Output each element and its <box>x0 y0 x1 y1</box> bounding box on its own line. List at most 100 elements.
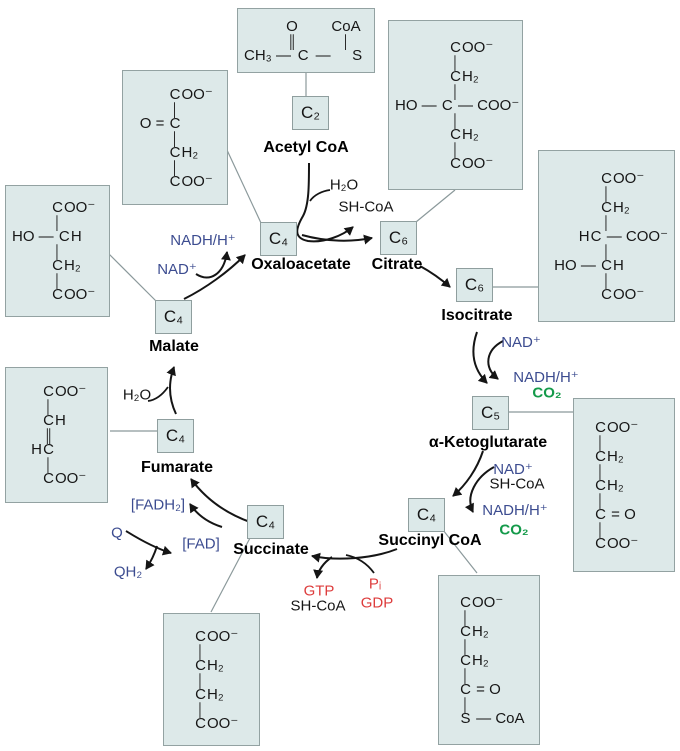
fumarate-carbon-box: C₄ <box>157 419 194 453</box>
succinate-label: Succinate <box>233 541 309 558</box>
citrate-label: Citrate <box>371 256 423 273</box>
gtp-label: GTP <box>303 582 335 600</box>
nadh-ketoglutarate-label: NADH/H⁺ <box>482 502 548 519</box>
formula-row: │ <box>170 672 253 688</box>
formula-cell: C <box>590 227 602 245</box>
arrow-fumarate-to-malate <box>166 366 177 415</box>
malate-carbon-box: C₄ <box>155 300 192 334</box>
formula-cell: C <box>52 199 63 216</box>
formula-cell: │ <box>461 667 470 683</box>
formula-cell: C <box>169 143 181 161</box>
arrow-gdp-in <box>345 554 375 574</box>
formula-cell: C <box>460 680 471 698</box>
arrow-succinate-to-fumarate <box>190 478 251 523</box>
formula-row: │ <box>170 703 253 716</box>
formula-cell: │ <box>170 159 180 175</box>
arrow-malate-to-oxaloacetate <box>183 254 246 300</box>
formula-cell: C <box>43 441 54 458</box>
nad-ketoglutarate-label: NAD⁺ <box>493 461 533 478</box>
formula-cell: OO⁻ <box>607 418 639 436</box>
formula-cell: │ <box>602 185 611 201</box>
formula-row: │ <box>129 159 221 175</box>
formula-cell: OO⁻ <box>207 627 239 645</box>
formula-cell: OO⁻ <box>462 154 494 172</box>
formula-cell: C <box>601 169 612 187</box>
arrow-gtp-out <box>313 556 333 579</box>
h2o-fumarate-label: H₂O <box>122 386 152 404</box>
connector-oxaloacetate <box>226 149 262 224</box>
formula-row: │ <box>580 494 668 507</box>
formula-cell: C <box>52 257 63 274</box>
connector-lines <box>107 73 573 613</box>
formula-cell: H <box>31 441 42 458</box>
sh-coa-ketoglutarate-label: SH-CoA <box>489 475 545 493</box>
formula-cell: C <box>595 418 606 436</box>
formula-cell: S <box>352 46 363 64</box>
formula-cell: C <box>460 622 471 640</box>
formula-cell: │ <box>196 643 205 659</box>
formula-cell: │ <box>451 112 460 128</box>
formula-row: C = O <box>580 506 668 523</box>
formula-cell: │ <box>451 141 460 157</box>
isocitrate-label: Isocitrate <box>441 307 513 324</box>
formula-cell: OO⁻ <box>181 172 213 190</box>
formula-row: │ <box>445 696 533 712</box>
formula-cell: C <box>460 593 471 611</box>
formula-cell: OO⁻ <box>207 714 239 732</box>
formula-cell: C <box>601 285 612 303</box>
formula-row: │ <box>545 245 668 258</box>
succinyl-coa-carbon-box: C₄ <box>408 498 445 532</box>
co2-isocitrate-label: CO₂ <box>532 384 562 402</box>
formula-cell: H₂ <box>207 685 224 703</box>
nad-malate-label: NAD⁺ <box>157 261 197 278</box>
formula-cell: │ <box>461 696 470 712</box>
formula-cell: │ <box>602 272 611 288</box>
formula-cell: C <box>595 447 606 465</box>
arrow-fad-to-fadh2 <box>189 503 223 528</box>
reaction-arrows <box>125 162 504 579</box>
formula-row: HO — C — COO⁻ <box>395 97 519 114</box>
alpha-ketoglutarate-label: α-Ketoglutarate <box>428 434 548 451</box>
co2-ketoglutarate-label: CO₂ <box>499 521 529 539</box>
formula-cell: C <box>195 656 206 674</box>
formula-cell: H₂ <box>462 125 479 143</box>
arrow-nad-ketoglutarate <box>464 466 495 513</box>
formula-cell: C <box>601 198 612 216</box>
formula-row: │ <box>395 56 516 69</box>
nadh-isocitrate-label: NADH/H⁺ <box>513 369 579 386</box>
formula-cell: OO⁻ <box>55 383 87 400</box>
connector-malate <box>107 252 157 302</box>
citrate-carbon-box: C₆ <box>380 221 417 255</box>
formula-cell: — <box>315 46 331 64</box>
formula-cell: C <box>595 534 606 552</box>
formula-cell: │ <box>196 672 205 688</box>
formula-cell: C <box>450 125 461 143</box>
formula-cell: C <box>595 505 606 523</box>
succinyl-coa-label: Succinyl CoA <box>378 532 482 549</box>
formula-cell: H₂ <box>64 257 81 274</box>
gdp-label: GDP <box>360 594 394 612</box>
malate-label: Malate <box>149 338 199 355</box>
connector-citrate <box>415 189 456 223</box>
formula-cell: H <box>55 412 66 429</box>
arrow-ketoglutarate-to-succinyl <box>452 450 484 497</box>
arrow-q-in <box>125 530 172 556</box>
formula-cell: H <box>70 228 82 245</box>
formula-cell: │ <box>44 457 53 472</box>
formula-row: │ <box>580 523 668 536</box>
formula-row: │ <box>580 465 668 478</box>
fadh2-label: [FADH₂] <box>130 496 186 514</box>
